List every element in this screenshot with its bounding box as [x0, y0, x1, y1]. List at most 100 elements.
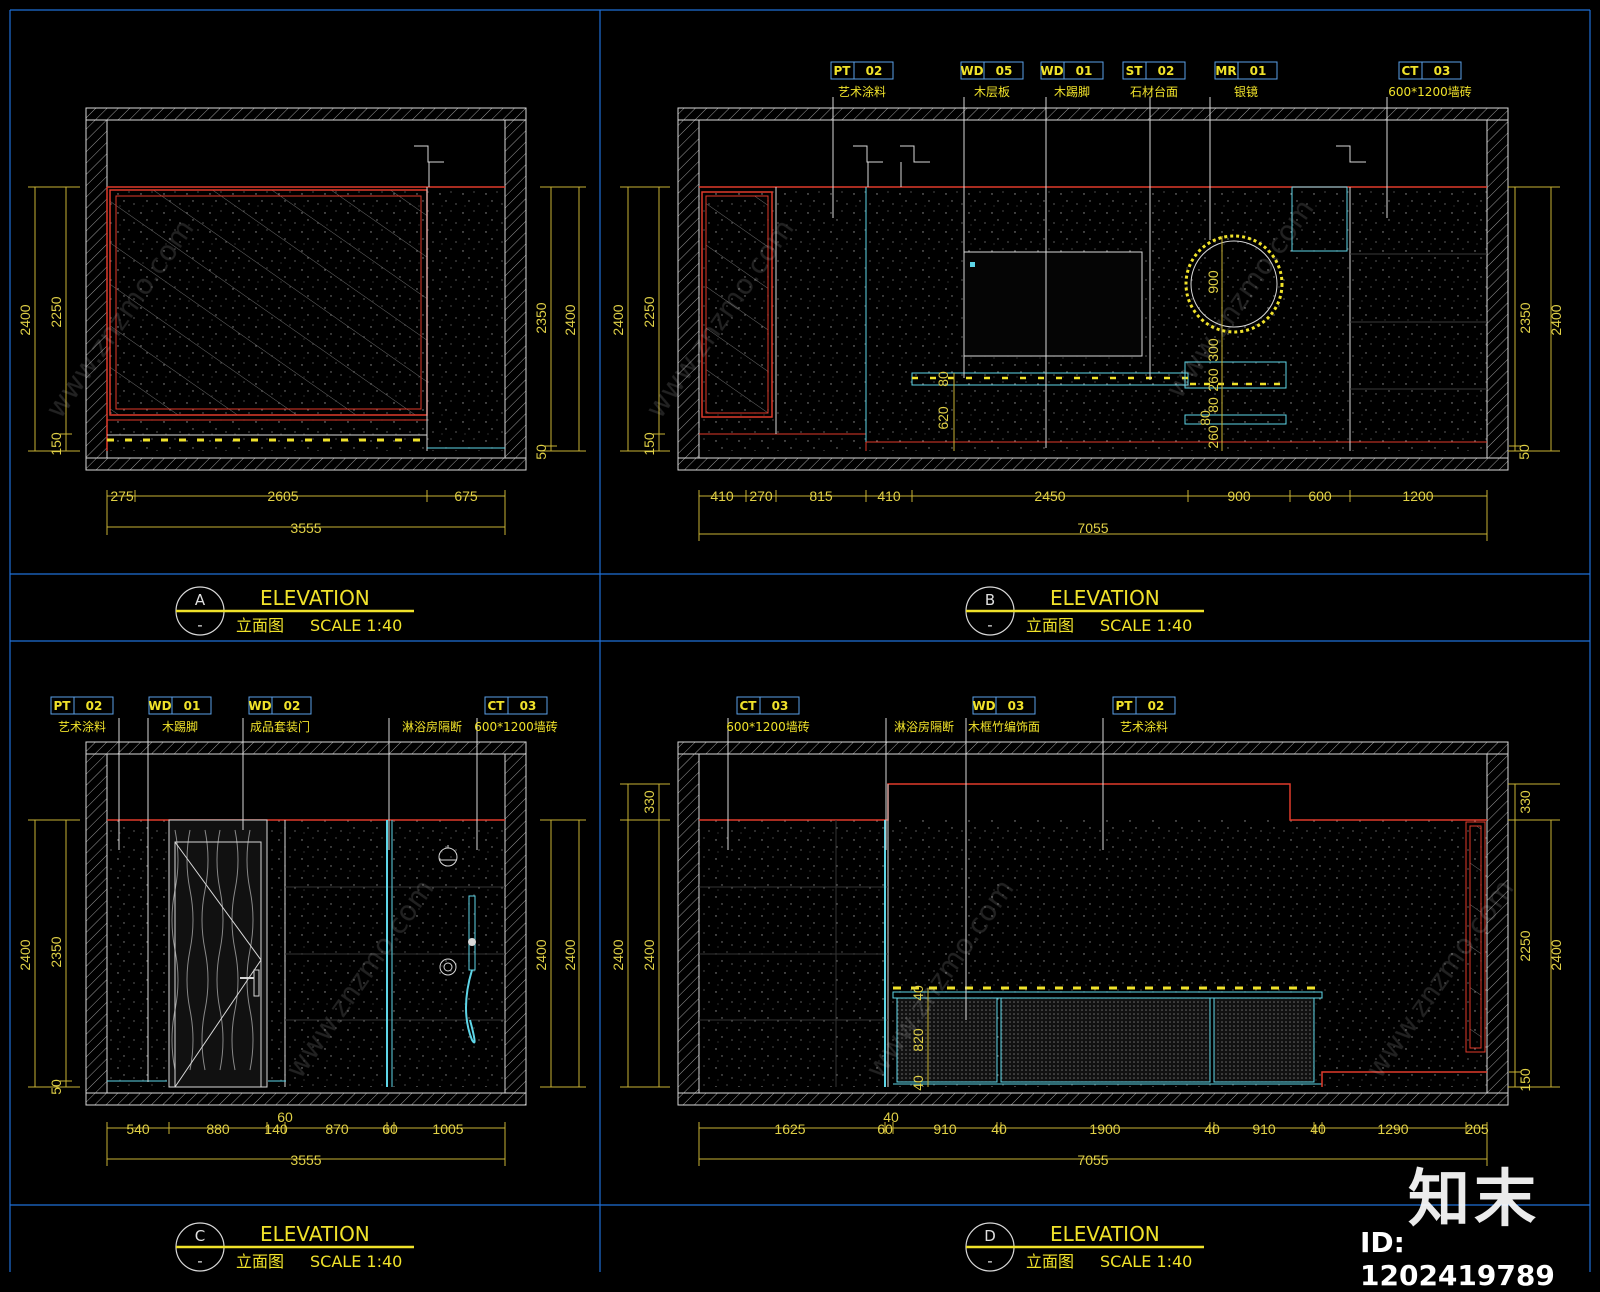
- tag-label: 淋浴房隔断: [894, 719, 954, 734]
- dim-text: 205: [1465, 1121, 1489, 1137]
- tag-label: 木踢脚: [162, 719, 198, 734]
- tag-code: PT: [54, 699, 72, 713]
- elevation-a-dimensions: [28, 186, 586, 535]
- dim-text: 3555: [290, 1152, 321, 1168]
- dim-text: 820: [910, 1028, 926, 1052]
- dim-text: 330: [641, 790, 657, 814]
- tag-number: 03: [1008, 699, 1025, 713]
- material-tag: WD 01 木踢脚: [148, 696, 212, 734]
- tag-label: 成品套装门: [250, 719, 310, 734]
- tag-number: 05: [996, 64, 1013, 78]
- elevation-letter: B: [985, 591, 995, 609]
- dim-text: 150: [1517, 1068, 1533, 1092]
- dim-text: 910: [933, 1121, 957, 1137]
- elevation-sub: -: [987, 1252, 992, 1270]
- dim-text: 410: [877, 488, 901, 504]
- dim-text: 270: [749, 488, 773, 504]
- elevation-title: ELEVATION: [260, 1222, 370, 1246]
- tag-label: 木踢脚: [1054, 84, 1090, 99]
- dim-text: 140: [264, 1121, 288, 1137]
- dim-text: 2400: [562, 304, 578, 335]
- tag-code: WD: [248, 699, 271, 713]
- tag-number: 03: [772, 699, 789, 713]
- elevation-d: [677, 741, 1509, 1106]
- material-tag: WD 03 木框竹编饰面: [968, 696, 1040, 734]
- dim-text: 1625: [774, 1121, 805, 1137]
- dim-text: 815: [809, 488, 833, 504]
- tag-label: 银镜: [1234, 84, 1258, 99]
- elevation-title: ELEVATION: [1050, 1222, 1160, 1246]
- dim-text: 2400: [17, 939, 33, 970]
- watermark-brand: 知末: [1408, 1162, 1541, 1235]
- dim-text: 910: [1252, 1121, 1276, 1137]
- tag-code: WD: [148, 699, 171, 713]
- dim-text: 2400: [610, 304, 626, 335]
- tag-number: 03: [1434, 64, 1451, 78]
- material-tag: 淋浴房隔断: [894, 719, 954, 734]
- tag-code: WD: [1040, 64, 1063, 78]
- elevation-scale: SCALE 1:40: [310, 1252, 402, 1271]
- dim-text: 410: [710, 488, 734, 504]
- dim-text: 1005: [432, 1121, 463, 1137]
- dim-text: 60: [877, 1121, 893, 1137]
- tag-number: 02: [86, 699, 103, 713]
- dim-text: 540: [126, 1121, 150, 1137]
- tag-number: 02: [284, 699, 301, 713]
- elevation-c-dim-text: 540 880 140 60 870 60 1005 3555 2400 235…: [17, 936, 578, 1168]
- tag-code: WD: [972, 699, 995, 713]
- elevation-letter: A: [195, 591, 206, 609]
- dim-text: 880: [206, 1121, 230, 1137]
- elevation-d-dimensions: [620, 783, 1560, 1166]
- elevation-title-block: C - ELEVATION 立面图 SCALE 1:40: [175, 1222, 414, 1272]
- elevation-name-cn: 立面图: [1026, 1252, 1074, 1271]
- tag-label: 木层板: [974, 85, 1010, 99]
- tag-code: MR: [1215, 64, 1236, 78]
- tag-code: PT: [1116, 699, 1134, 713]
- material-tag: 淋浴房隔断: [402, 719, 462, 734]
- tag-label: 600*1200墙砖: [726, 719, 809, 734]
- dim-text: 2400: [610, 939, 626, 970]
- tag-label: 石材台面: [1130, 84, 1178, 99]
- dim-text: 2250: [48, 296, 64, 327]
- dim-text: 40: [1204, 1121, 1220, 1137]
- elevation-sub: -: [197, 1252, 202, 1270]
- dim-text: 40: [1310, 1121, 1326, 1137]
- dim-text: 675: [454, 488, 478, 504]
- elevation-c-dimensions: [28, 819, 586, 1166]
- elevation-a-dim-text: 275 2605 675 3555 2400 2250 150 2350 240…: [17, 296, 578, 536]
- material-tag: CT 03 600*1200墙砖: [1388, 61, 1472, 99]
- tag-label: 木框竹编饰面: [968, 719, 1040, 734]
- tag-label: 淋浴房隔断: [402, 719, 462, 734]
- elevation-letter: C: [195, 1227, 205, 1245]
- tag-number: 02: [866, 64, 883, 78]
- tag-label: 艺术涂料: [838, 84, 886, 99]
- dim-text: 80: [1205, 397, 1221, 413]
- elevation-name-cn: 立面图: [236, 1252, 284, 1271]
- tag-label: 600*1200墙砖: [1388, 84, 1471, 99]
- elevation-c-leaders: [118, 718, 478, 1082]
- dim-text: 2400: [641, 939, 657, 970]
- tag-label: 艺术涂料: [58, 719, 106, 734]
- elevation-scale: SCALE 1:40: [1100, 1252, 1192, 1271]
- dim-text: 870: [325, 1121, 349, 1137]
- tag-code: CT: [1402, 64, 1420, 78]
- dim-text: 2400: [17, 304, 33, 335]
- elevation-d-leaders: [727, 718, 1104, 1020]
- dim-text: 60: [382, 1121, 398, 1137]
- elevation-b-dim-text: 410 270 815 410 2450 900 600 1200 7055 2…: [610, 270, 1564, 536]
- dim-text: 2350: [533, 302, 549, 333]
- tag-number: 02: [1158, 64, 1175, 78]
- dim-text: 40: [910, 985, 926, 1001]
- elevation-title: ELEVATION: [1050, 586, 1160, 610]
- dim-text: 620: [935, 406, 951, 430]
- tag-number: 01: [184, 699, 201, 713]
- dim-text: 2350: [48, 936, 64, 967]
